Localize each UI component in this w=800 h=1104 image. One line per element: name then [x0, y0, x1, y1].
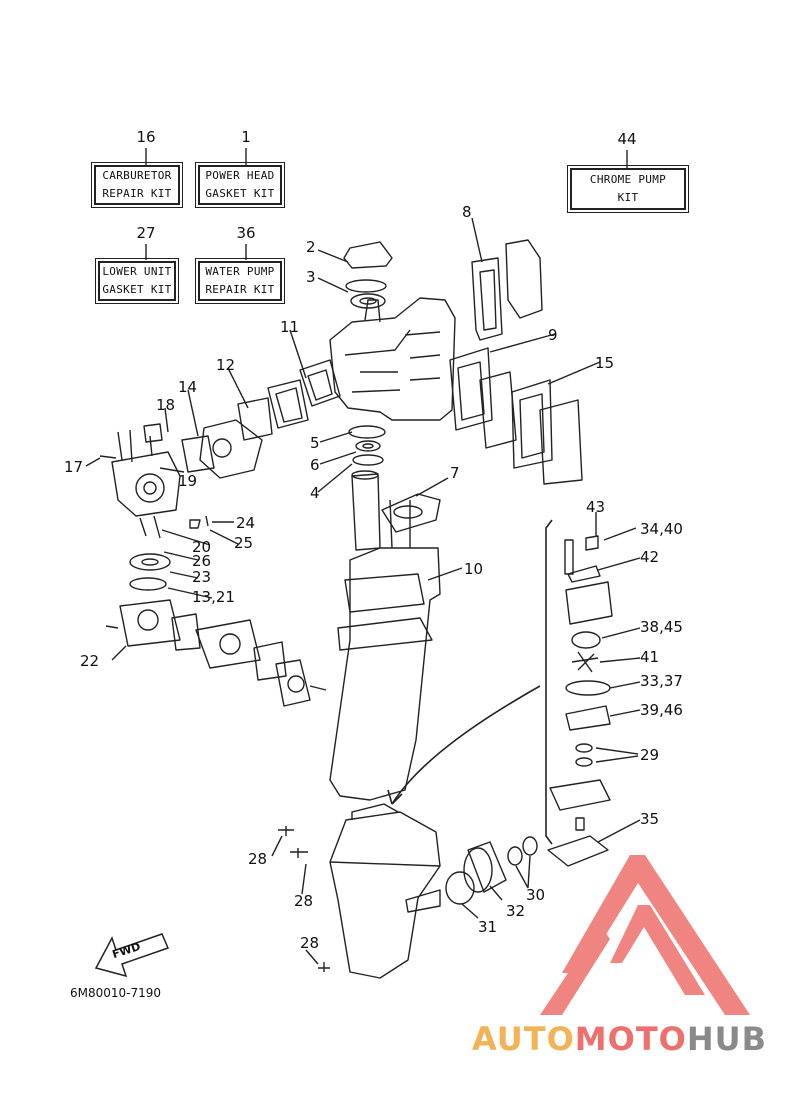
callout-label: 15 — [595, 354, 615, 372]
callout-label: 13,21 — [192, 588, 235, 606]
callout-label: 35 — [640, 810, 660, 828]
callout-label: 8 — [462, 203, 472, 221]
diagram-code: 6M80010-7190 — [70, 986, 162, 1000]
automotohub-watermark: AUTOMOTOHUB — [472, 1020, 767, 1058]
fwd-arrow-icon — [94, 933, 170, 978]
watermark-part: MOTO — [574, 1020, 687, 1058]
callout-label: 29 — [640, 746, 660, 764]
kit-number: 44 — [617, 130, 637, 148]
callout-label: 30 — [526, 886, 546, 904]
automotohub-logo-icon — [540, 855, 750, 1015]
kit-line: GASKET KIT — [102, 283, 172, 296]
callout-label: 12 — [216, 356, 236, 374]
callout-label: 9 — [548, 326, 558, 344]
callout-label: 43 — [586, 498, 606, 516]
chrome-pump-kit-box: CHROME PUMP KIT — [567, 165, 689, 213]
callout-label: 33,37 — [640, 672, 683, 690]
kit-line: GASKET KIT — [205, 187, 275, 200]
kit-number: 27 — [136, 224, 156, 242]
callout-label: 38,45 — [640, 618, 683, 636]
callout-label: 42 — [640, 548, 660, 566]
kit-line: REPAIR KIT — [102, 187, 172, 200]
callout-label: 19 — [178, 472, 198, 490]
kit-line: CHROME PUMP — [589, 173, 667, 186]
callout-label: 24 — [236, 514, 256, 532]
kit-number: 36 — [236, 224, 256, 242]
callout-label: 17 — [64, 458, 84, 476]
callout-label: 3 — [306, 268, 316, 286]
callout-label: 6 — [310, 456, 320, 474]
kit-number: 16 — [136, 128, 156, 146]
carburetor-repair-kit-box: CARBURETOR REPAIR KIT — [91, 162, 183, 208]
kit-line: REPAIR KIT — [205, 283, 275, 296]
kit-number: 1 — [241, 128, 251, 146]
watermark-part: AUTO — [472, 1020, 575, 1058]
callout-label: 41 — [640, 648, 660, 666]
callout-label: 25 — [234, 534, 254, 552]
callout-label: 7 — [450, 464, 460, 482]
callout-label: 28 — [300, 934, 320, 952]
callout-label: 14 — [178, 378, 198, 396]
kit-line: CARBURETOR — [102, 169, 172, 182]
kit-line: KIT — [617, 191, 639, 204]
callout-label: 28 — [248, 850, 268, 868]
callout-label: 18 — [156, 396, 176, 414]
callout-label: 2 — [306, 238, 316, 256]
kit-line: WATER PUMP — [205, 265, 275, 278]
callout-label: 28 — [294, 892, 314, 910]
power-head-gasket-kit-box: POWER HEAD GASKET KIT — [195, 162, 285, 208]
watermark-part: HUB — [686, 1020, 768, 1058]
kit-line: LOWER UNIT — [102, 265, 172, 278]
water-pump-repair-kit-box: WATER PUMP REPAIR KIT — [195, 258, 285, 304]
callout-label: 26 — [192, 552, 212, 570]
callout-label: 22 — [80, 652, 100, 670]
callout-label: 31 — [478, 918, 498, 936]
callout-label: 5 — [310, 434, 320, 452]
callout-label: 23 — [192, 568, 212, 586]
callout-label: 39,46 — [640, 701, 683, 719]
callout-label: 32 — [506, 902, 526, 920]
callout-label: 4 — [310, 484, 320, 502]
callout-label: 11 — [280, 318, 300, 336]
callout-label: 10 — [464, 560, 484, 578]
kit-line: POWER HEAD — [205, 169, 275, 182]
lower-unit-gasket-kit-box: LOWER UNIT GASKET KIT — [95, 258, 179, 304]
callout-label: 34,40 — [640, 520, 683, 538]
callout-label: 20 — [192, 538, 212, 556]
